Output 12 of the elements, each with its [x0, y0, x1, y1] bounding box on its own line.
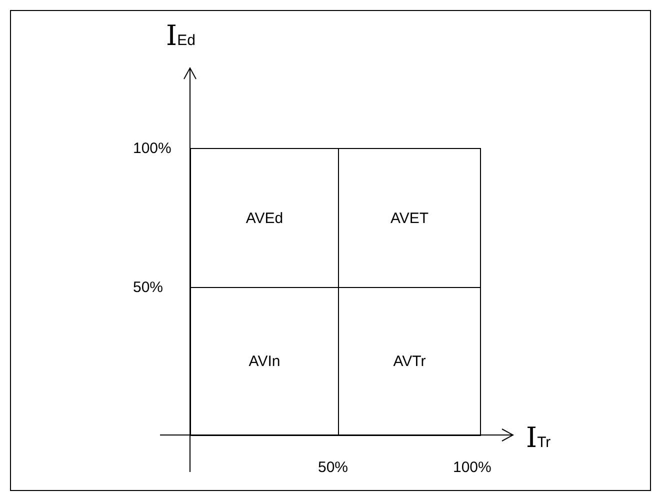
- quadrant-label: AVET: [390, 210, 429, 226]
- tick-label: 50%: [318, 460, 348, 475]
- quadrant-label: AVTr: [393, 353, 426, 370]
- tick-label: 100%: [453, 460, 492, 475]
- quadrant-box: [190, 287, 339, 436]
- quadrant-box: [338, 148, 481, 288]
- quadrant-box: [338, 287, 481, 436]
- quadrant-label: AVEd: [246, 210, 284, 226]
- quadrant-label: AVIn: [248, 353, 280, 370]
- tick-label: 100%: [133, 141, 172, 156]
- tick-label: 50%: [133, 280, 164, 295]
- quadrant-box: [190, 148, 339, 288]
